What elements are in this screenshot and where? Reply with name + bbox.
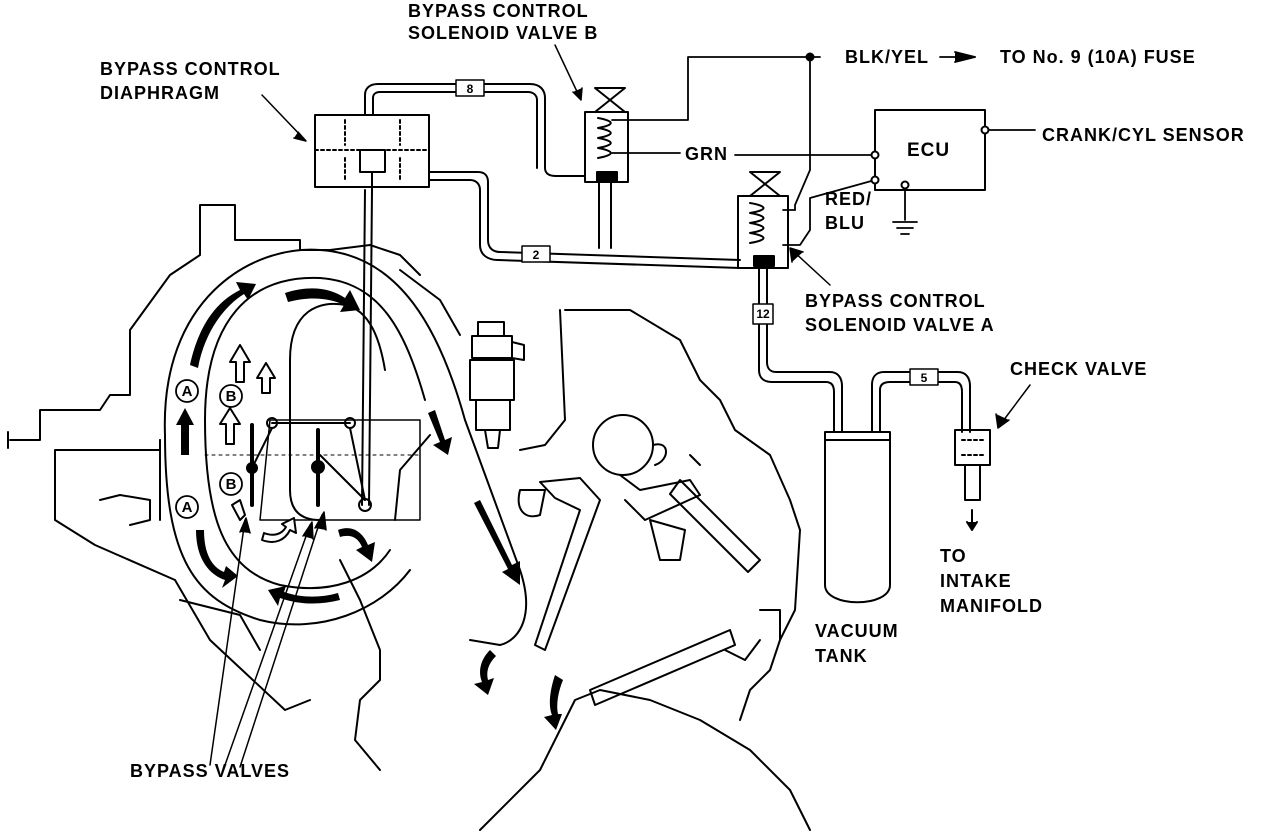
vacuum-tank xyxy=(824,431,891,604)
bypass-valves-label: BYPASS VALVES xyxy=(130,761,291,781)
vacuum-tank-label-line2: TANK xyxy=(815,646,868,666)
solenoid-a-label-line2: SOLENOID VALVE A xyxy=(805,315,995,335)
diaphragm-label-line1: BYPASS CONTROL xyxy=(100,59,281,79)
intake-label-line3: MANIFOLD xyxy=(940,596,1043,616)
crank-sensor-label: CRANK/CYL SENSOR xyxy=(1042,125,1245,145)
intake-plenum xyxy=(159,189,528,646)
airflow-arrows xyxy=(176,282,563,730)
check-valve-label: CHECK VALVE xyxy=(1010,359,1148,379)
fuse-label: TO No. 9 (10A) FUSE xyxy=(1000,47,1196,67)
hose-number-8: 8 xyxy=(467,82,474,96)
check-valve xyxy=(954,429,991,531)
hose-number-2: 2 xyxy=(533,248,540,262)
passage-markers xyxy=(175,379,243,519)
bypass-flow-arrows xyxy=(219,344,297,543)
electrical-wiring xyxy=(611,51,1036,246)
wire-color-grn: GRN xyxy=(685,144,728,164)
solenoid-b-label-line1: BYPASS CONTROL xyxy=(408,1,589,21)
engine-outline xyxy=(7,204,811,831)
solenoid-valve-b xyxy=(584,87,629,249)
ecu-label: ECU xyxy=(907,140,951,161)
wire-color-blk-yel: BLK/YEL xyxy=(845,47,930,67)
intake-valve-train xyxy=(517,414,761,706)
solenoid-b-label-line2: SOLENOID VALVE B xyxy=(408,23,599,43)
solenoid-valve-a xyxy=(737,171,789,269)
marker-b-lower: B xyxy=(226,476,237,493)
marker-b-upper: B xyxy=(226,388,237,405)
vacuum-hoses xyxy=(364,83,971,433)
wire-color-red-blu-line1: RED/ xyxy=(825,189,873,209)
vacuum-tank-label-line1: VACUUM xyxy=(815,621,899,641)
fuel-injector xyxy=(469,321,525,449)
wire-color-red-blu-line2: BLU xyxy=(825,213,865,233)
hose-number-12: 12 xyxy=(756,307,770,321)
intake-label-line1: TO xyxy=(940,546,967,566)
bypass-control-diaphragm xyxy=(314,114,430,191)
hose-tags xyxy=(455,79,939,386)
leader-lines xyxy=(209,44,1031,768)
diaphragm-label-line2: DIAPHRAGM xyxy=(100,83,220,103)
intake-label-line2: INTAKE xyxy=(940,571,1012,591)
marker-a-upper: A xyxy=(182,383,193,400)
ecu-box xyxy=(874,109,986,191)
hose-number-5: 5 xyxy=(921,371,928,385)
marker-a-lower: A xyxy=(182,499,193,516)
wire-junctions xyxy=(805,52,990,190)
solenoid-a-label-line1: BYPASS CONTROL xyxy=(805,291,986,311)
